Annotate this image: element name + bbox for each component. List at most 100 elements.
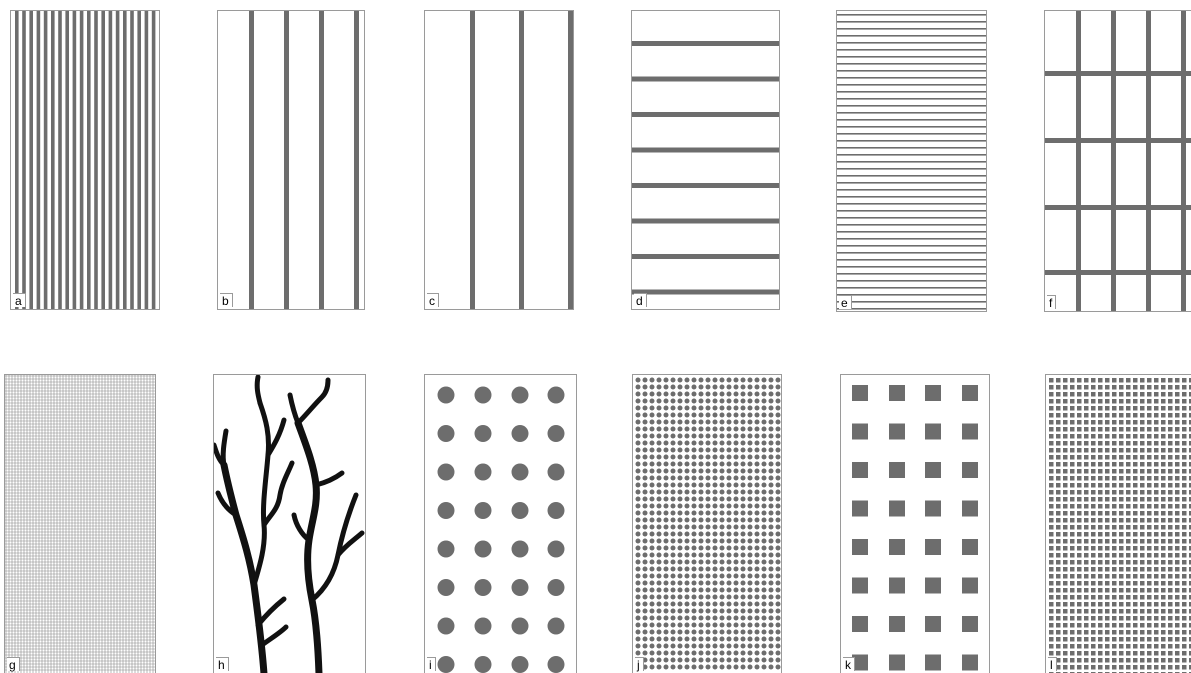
dot xyxy=(643,518,648,523)
square xyxy=(1133,413,1138,418)
dot xyxy=(685,490,690,495)
dot xyxy=(671,581,676,586)
dot xyxy=(650,665,655,670)
dot xyxy=(741,623,746,628)
square xyxy=(1112,420,1117,425)
square xyxy=(1175,595,1180,600)
square xyxy=(1126,455,1131,460)
square xyxy=(1105,504,1110,509)
stripe xyxy=(44,11,48,309)
dot xyxy=(678,581,683,586)
line xyxy=(837,49,986,51)
dot xyxy=(713,553,718,558)
dot xyxy=(748,427,753,432)
dot xyxy=(755,623,760,628)
square xyxy=(1119,539,1124,544)
square xyxy=(1182,546,1187,551)
square xyxy=(1154,560,1159,565)
square xyxy=(1084,665,1089,670)
square xyxy=(1091,595,1096,600)
square xyxy=(1182,595,1187,600)
line xyxy=(837,182,986,184)
square xyxy=(1161,441,1166,446)
dot xyxy=(685,616,690,621)
dot xyxy=(699,574,704,579)
panel-g-fine-mesh: g xyxy=(4,374,156,673)
dot xyxy=(706,420,711,425)
dot xyxy=(664,553,669,558)
square xyxy=(1161,490,1166,495)
square xyxy=(1049,595,1054,600)
square xyxy=(1133,504,1138,509)
dot xyxy=(706,658,711,663)
dot xyxy=(741,378,746,383)
dot xyxy=(692,476,697,481)
line xyxy=(837,147,986,149)
line xyxy=(837,245,986,247)
dot xyxy=(734,385,739,390)
square xyxy=(1063,490,1068,495)
square xyxy=(1063,560,1068,565)
dot xyxy=(762,497,767,502)
square xyxy=(1133,651,1138,656)
dot xyxy=(664,574,669,579)
square xyxy=(1098,448,1103,453)
dot xyxy=(650,574,655,579)
square xyxy=(1084,462,1089,467)
square xyxy=(1112,546,1117,551)
dot xyxy=(636,399,641,404)
dot xyxy=(727,420,732,425)
square xyxy=(1091,434,1096,439)
square xyxy=(1049,504,1054,509)
square xyxy=(1091,560,1096,565)
dot xyxy=(713,602,718,607)
square xyxy=(1147,455,1152,460)
dot xyxy=(776,420,781,425)
square xyxy=(1056,623,1061,628)
square xyxy=(925,385,941,401)
square xyxy=(1182,483,1187,488)
dot xyxy=(713,504,718,509)
dot xyxy=(727,378,732,383)
dot xyxy=(706,665,711,670)
square xyxy=(1133,644,1138,649)
square xyxy=(1140,497,1145,502)
square xyxy=(1182,644,1187,649)
panel-label-e: e xyxy=(839,295,852,309)
square xyxy=(1091,525,1096,530)
line xyxy=(837,84,986,86)
dot xyxy=(776,427,781,432)
square xyxy=(1098,434,1103,439)
square xyxy=(1147,406,1152,411)
square xyxy=(1126,560,1131,565)
dot xyxy=(776,581,781,586)
dot xyxy=(671,616,676,621)
dot xyxy=(720,504,725,509)
square xyxy=(1105,532,1110,537)
dot xyxy=(769,504,774,509)
dot xyxy=(699,434,704,439)
dot xyxy=(706,560,711,565)
dot xyxy=(755,532,760,537)
square xyxy=(1077,427,1082,432)
square xyxy=(925,462,941,478)
dot xyxy=(713,420,718,425)
dot xyxy=(727,511,732,516)
dot xyxy=(734,399,739,404)
dot xyxy=(692,504,697,509)
dot xyxy=(748,469,753,474)
dot xyxy=(748,560,753,565)
dot xyxy=(706,448,711,453)
square xyxy=(1091,574,1096,579)
dot xyxy=(741,532,746,537)
square xyxy=(1098,441,1103,446)
square xyxy=(852,501,868,517)
dot xyxy=(769,567,774,572)
square xyxy=(1084,630,1089,635)
square xyxy=(1070,462,1075,467)
square xyxy=(1161,392,1166,397)
dot xyxy=(650,560,655,565)
square xyxy=(1091,385,1096,390)
square xyxy=(1098,623,1103,628)
square xyxy=(1119,637,1124,642)
